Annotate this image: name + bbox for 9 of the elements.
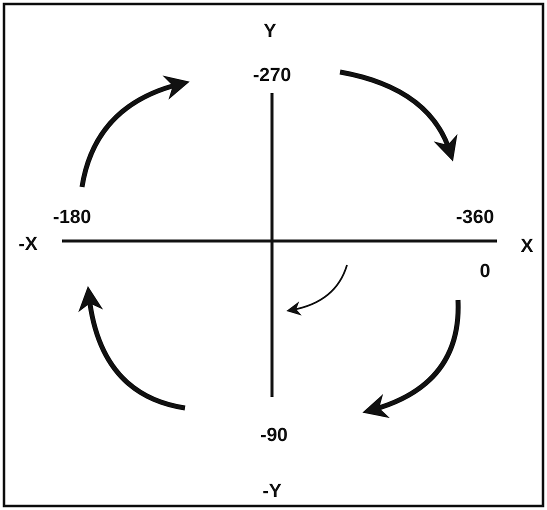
axis-label: -270 [252,65,292,87]
axis-label: Y [264,21,276,43]
axis-label: -X [18,234,38,256]
axis-label: -90 [260,425,288,447]
axis-label: X [520,236,534,258]
axis-label: -180 [52,207,92,229]
axis-label: -Y [262,481,282,503]
axis-label: -360 [456,207,494,229]
axis-label: 0 [480,261,490,283]
